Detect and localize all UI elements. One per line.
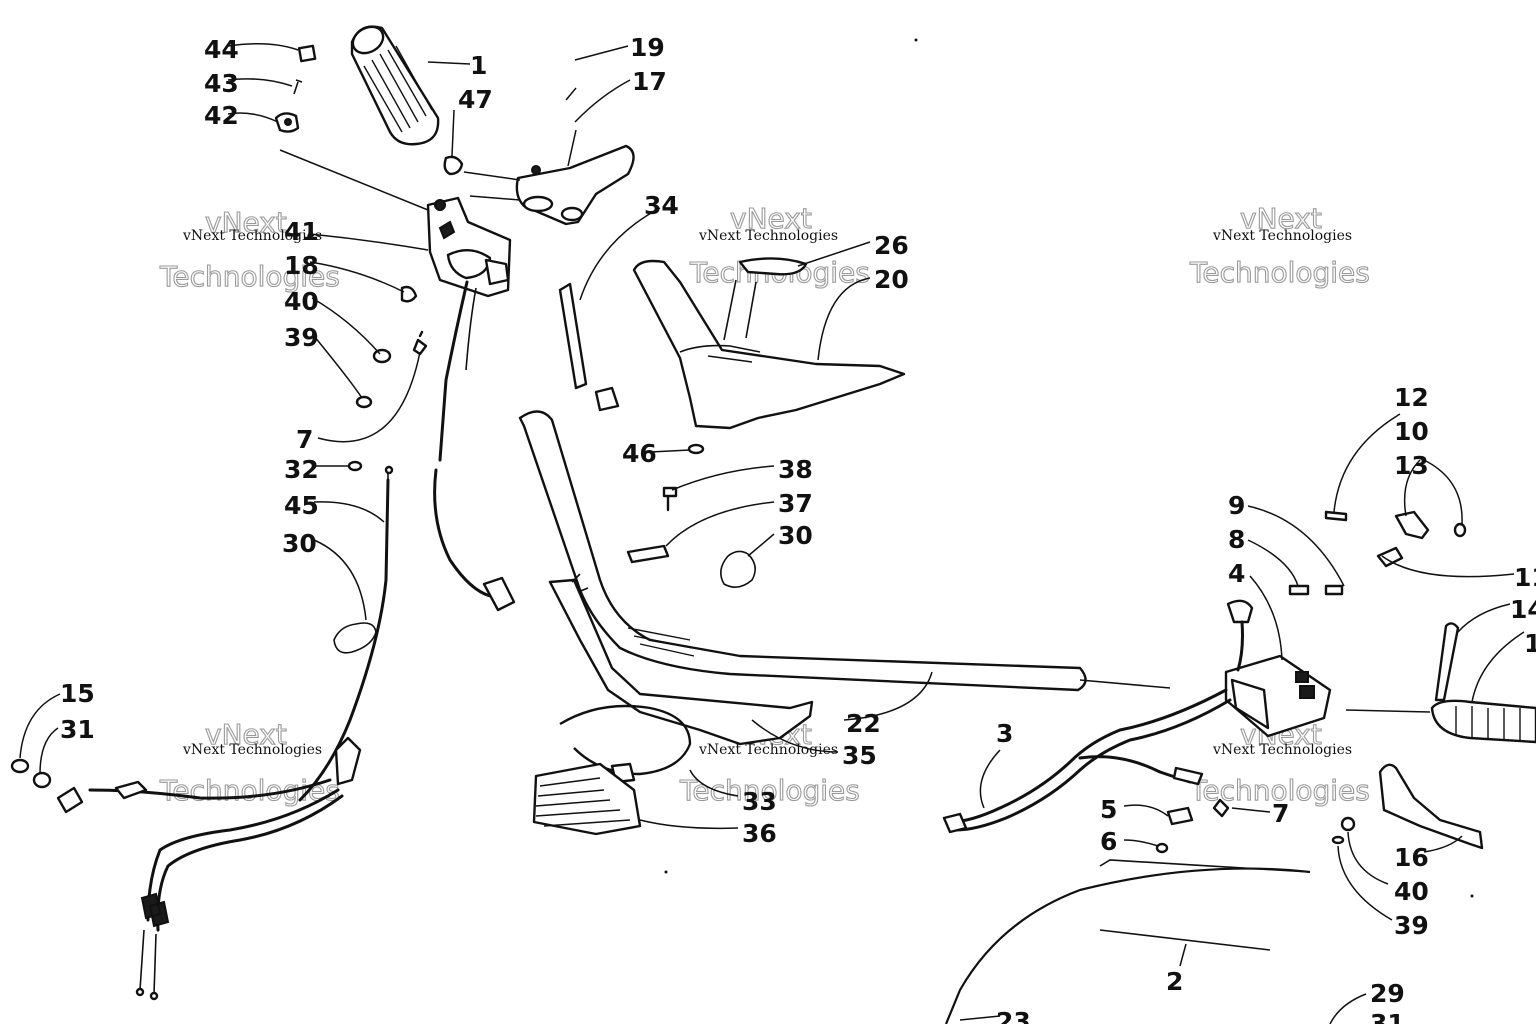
left-cable-assembly xyxy=(10,280,516,1001)
callout-10: 10 xyxy=(1394,417,1429,446)
callout-30: 30 xyxy=(282,529,317,558)
svg-text:Technologies: Technologies xyxy=(1189,256,1370,289)
switch-housing xyxy=(1224,584,1344,738)
watermark-bottom-left: vNext Technologies vNext Technologies xyxy=(158,717,340,807)
pad-strap xyxy=(532,704,692,836)
callout-23: 23 xyxy=(996,1007,1031,1024)
throttle-lever xyxy=(515,144,635,226)
callout-3: 3 xyxy=(996,719,1013,748)
svg-text:vNext: vNext xyxy=(1240,202,1322,235)
callout-47: 47 xyxy=(458,85,493,114)
callout-8: 8 xyxy=(1228,525,1245,554)
watermark-top-center: vNext Technologies vNext Technologies xyxy=(688,201,870,289)
brake-lever xyxy=(1331,763,1484,850)
callout-40: 40 xyxy=(284,287,319,316)
handlebar xyxy=(518,410,1087,692)
right-grip xyxy=(1430,622,1536,744)
callout-31: 31 xyxy=(60,715,95,744)
right-wiring xyxy=(942,688,1311,1024)
callout-1b: 1 xyxy=(1524,629,1536,658)
callout-43: 43 xyxy=(204,69,239,98)
watermark-group: vNext Technologies vNext Technologies vN… xyxy=(158,201,1370,807)
callout-7: 7 xyxy=(296,425,313,454)
callout-30b: 30 xyxy=(778,521,813,550)
callout-32: 32 xyxy=(284,455,319,484)
callout-36: 36 xyxy=(742,819,777,848)
callout-labels: 1 47 44 43 42 19 17 34 26 20 41 18 40 39… xyxy=(60,33,1536,1024)
callout-2: 2 xyxy=(1166,967,1183,996)
left-grip xyxy=(350,25,440,146)
svg-text:vNext Technologies: vNext Technologies xyxy=(182,742,322,758)
callout-14: 14 xyxy=(1510,595,1536,624)
right-switch-hardware xyxy=(1324,510,1467,568)
watermark-top-left: vNext Technologies vNext Technologies xyxy=(158,205,340,293)
svg-text:Technologies: Technologies xyxy=(159,774,340,807)
callout-34: 34 xyxy=(644,191,679,220)
callout-39: 39 xyxy=(284,323,319,352)
callout-35: 35 xyxy=(842,741,877,770)
callout-17: 17 xyxy=(632,67,667,96)
svg-text:vNext Technologies: vNext Technologies xyxy=(698,742,838,758)
callout-40b: 40 xyxy=(1394,877,1429,906)
svg-text:Technologies: Technologies xyxy=(159,260,340,293)
callout-46: 46 xyxy=(622,439,657,468)
callout-4: 4 xyxy=(1228,559,1245,588)
svg-text:vNext Technologies: vNext Technologies xyxy=(698,228,838,244)
handlebar-pad xyxy=(632,257,906,430)
callout-41: 41 xyxy=(284,217,319,246)
callout-31b: 31 xyxy=(1370,1009,1405,1024)
callout-9: 9 xyxy=(1228,491,1245,520)
callout-44: 44 xyxy=(204,35,239,64)
callout-15: 15 xyxy=(60,679,95,708)
callout-22: 22 xyxy=(846,709,881,738)
callout-45: 45 xyxy=(284,491,319,520)
callout-19: 19 xyxy=(630,33,665,62)
svg-text:vNext: vNext xyxy=(205,718,287,751)
callout-33: 33 xyxy=(742,787,777,816)
callout-11: 11 xyxy=(1514,563,1536,592)
svg-text:vNext Technologies: vNext Technologies xyxy=(182,228,322,244)
center-clamps xyxy=(548,282,814,746)
callout-29: 29 xyxy=(1370,979,1405,1008)
callout-26: 26 xyxy=(874,231,909,260)
callout-5: 5 xyxy=(1100,795,1117,824)
watermark-top-right: vNext Technologies vNext Technologies xyxy=(1188,201,1370,289)
callout-6: 6 xyxy=(1100,827,1117,856)
svg-text:Technologies: Technologies xyxy=(679,774,860,807)
svg-text:vNext: vNext xyxy=(205,206,287,239)
callout-16: 16 xyxy=(1394,843,1429,872)
throttle-block xyxy=(426,196,512,298)
small-parts-left xyxy=(274,44,464,480)
callout-42: 42 xyxy=(204,101,239,130)
callout-1: 1 xyxy=(470,51,487,80)
callout-13: 13 xyxy=(1394,451,1429,480)
specks xyxy=(664,38,1474,898)
callout-12: 12 xyxy=(1394,383,1429,412)
callout-38: 38 xyxy=(778,455,813,484)
svg-text:vNext: vNext xyxy=(730,202,812,235)
callout-37: 37 xyxy=(778,489,813,518)
leader-lines xyxy=(19,43,1525,1024)
svg-text:vNext Technologies: vNext Technologies xyxy=(1212,742,1352,758)
svg-text:vNext Technologies: vNext Technologies xyxy=(1212,228,1352,244)
callout-18: 18 xyxy=(284,251,319,280)
callout-20: 20 xyxy=(874,265,909,294)
callout-7b: 7 xyxy=(1272,799,1289,828)
callout-39b: 39 xyxy=(1394,911,1429,940)
